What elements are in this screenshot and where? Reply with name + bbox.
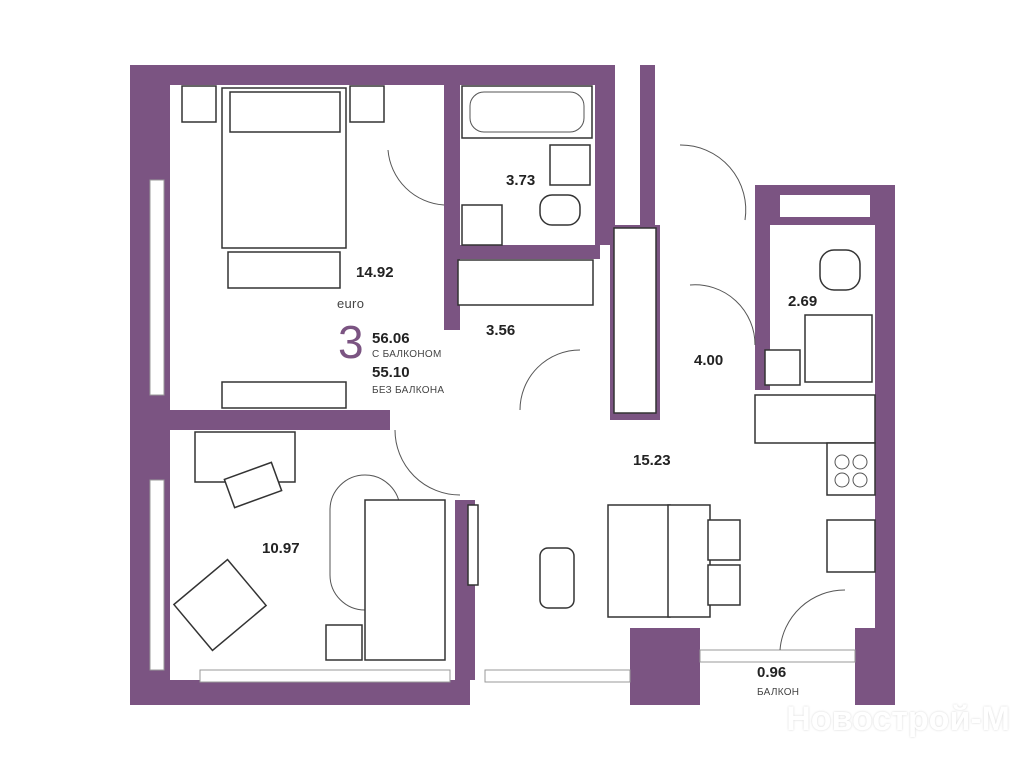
area-without-balcony: 55.10 [372, 364, 410, 381]
rooms-count: 3 [338, 316, 364, 368]
bathtub [461, 85, 593, 139]
toilet-bath [539, 194, 581, 226]
washing-machine [461, 204, 503, 246]
bed [181, 85, 385, 289]
area-toilet: 2.69 [788, 293, 818, 310]
area-bathroom: 3.73 [506, 172, 536, 189]
tv-living [467, 504, 479, 586]
area-corridor: 4.00 [694, 352, 724, 369]
wardrobe-hall [457, 259, 594, 306]
area-living: 15.23 [633, 452, 671, 469]
wardrobe-corridor [613, 227, 657, 414]
coffee-table [539, 547, 575, 609]
sink-toilet [764, 349, 801, 386]
area-room2: 10.97 [262, 540, 300, 557]
kitchen [754, 394, 876, 573]
shower [804, 314, 873, 383]
toilet [819, 249, 861, 291]
sink [549, 144, 591, 186]
windows [149, 179, 870, 683]
watermark: Новострой-М [786, 700, 1010, 738]
area-balcony: 0.96 [757, 664, 787, 681]
balcony-label: БАЛКОН [757, 687, 800, 698]
doors [387, 144, 846, 651]
tv-stand [221, 381, 347, 409]
area-bedroom: 14.92 [356, 264, 394, 281]
with-balcony-label: С БАЛКОНОМ [372, 349, 442, 360]
type-label: euro [337, 296, 365, 311]
without-balcony-label: БЕЗ БАЛКОНА [372, 385, 445, 396]
area-hall: 3.56 [486, 322, 516, 339]
area-with-balcony: 56.06 [372, 330, 410, 347]
sofa-living [607, 504, 741, 618]
room2-furniture [172, 431, 446, 661]
